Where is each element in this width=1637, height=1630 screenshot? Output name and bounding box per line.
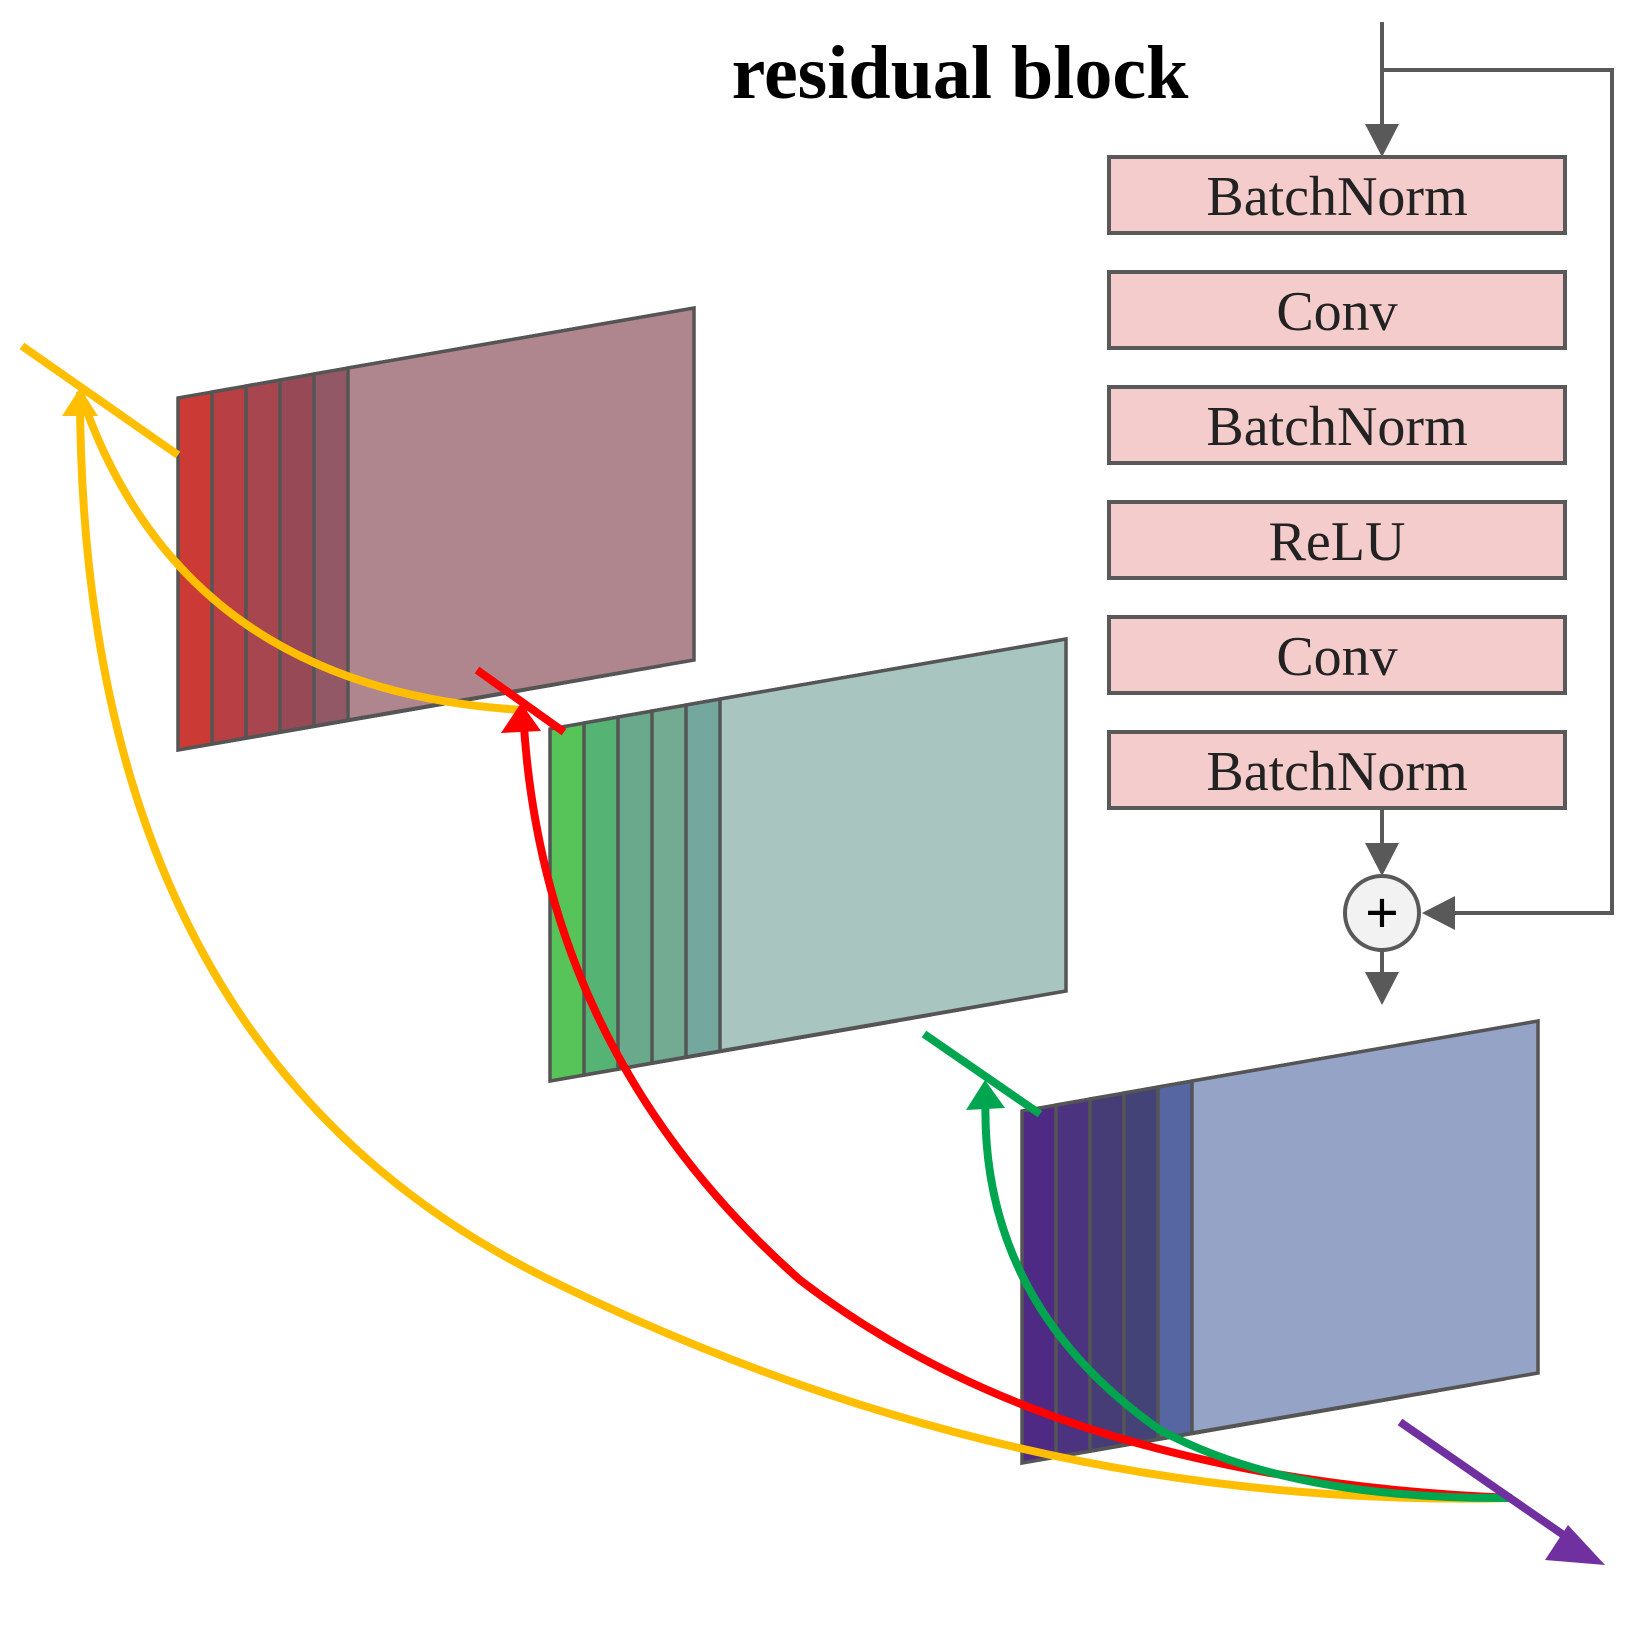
diagram-title: residual block [732,31,1190,115]
green-skip-curve [981,1086,1513,1503]
red-input-line [474,666,567,736]
batchnorm-layer-1: BatchNorm [1107,155,1567,235]
purple-arrowhead [1545,1525,1605,1565]
sum-node: + [1343,874,1421,952]
purple-stack-plane [1190,1018,1540,1436]
green-arrowhead [966,1080,1005,1110]
block-input-arrowhead [1365,124,1399,157]
purple-feature-map-stack [1020,1018,1540,1466]
batchnorm-layer-3: BatchNorm [1107,730,1567,810]
sum-output-arrowhead [1365,972,1399,1005]
yellow-input-line [19,342,181,459]
layer-label: ReLU [1269,511,1406,573]
skip-connection-line [1382,68,1614,915]
layer-label: BatchNorm [1206,741,1467,803]
green-input-line [921,1030,1043,1118]
yellow-arrowhead [62,388,98,416]
layer-label: BatchNorm [1206,396,1467,458]
skip-connections [19,342,1605,1565]
conv-layer-1: Conv [1107,270,1567,350]
yellow-skip-curve-to-green [76,390,524,714]
batchnorm-layer-2: BatchNorm [1107,385,1567,465]
block-to-sum-arrowhead [1365,843,1399,876]
residual-block: BatchNorm Conv BatchNorm ReLU Conv Batch… [1107,22,1614,1005]
relu-layer: ReLU [1107,500,1567,580]
plus-icon: + [1365,880,1399,946]
red-arrowhead [501,703,541,733]
green-feature-map-stack [548,636,1068,1084]
layer-label: Conv [1276,626,1397,688]
yellow-skip-curve-to-purple [76,391,1513,1503]
skip-connection-arrowhead [1422,896,1455,930]
layer-label: BatchNorm [1206,166,1467,228]
green-stack-plane [718,636,1068,1054]
red-feature-map-stack [176,305,696,753]
purple-output-line [1397,1418,1581,1549]
conv-layer-2: Conv [1107,615,1567,695]
red-stack-plane [346,305,696,723]
layer-label: Conv [1276,281,1397,343]
